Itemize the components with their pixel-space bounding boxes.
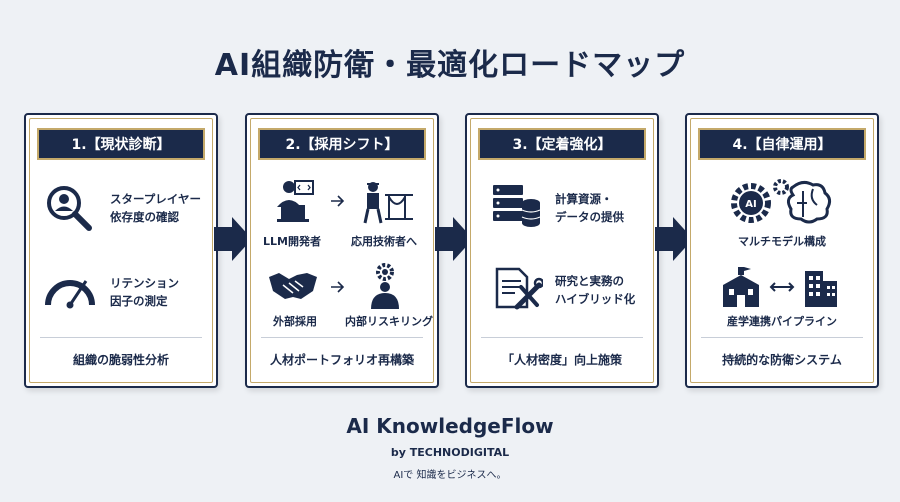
- step-3-item-2-line-1: 研究と実務の: [555, 274, 624, 288]
- step-card-4: 4.【自律運用】 AI マルチモデル構成 産学連携パイプライン 持続的な防衛シス…: [685, 113, 879, 388]
- step-1-summary: 組織の脆弱性分析: [72, 353, 169, 367]
- flow-arrow-3: [655, 217, 693, 261]
- step-4-summary: 持続的な防衛システム: [722, 353, 842, 367]
- step-1-item-2-line-1: リテンション: [110, 276, 179, 290]
- gauge-icon: [45, 280, 95, 309]
- search-person-icon: [47, 186, 92, 231]
- database-server-icon: [493, 185, 541, 227]
- step-4-label-2: 産学連携パイプライン: [727, 315, 837, 328]
- step-1-item-1-line-2: 依存度の確認: [110, 210, 179, 224]
- step-2-divider: [261, 337, 423, 338]
- handshake-icon: [269, 273, 317, 299]
- step-2-to-1: 応用技術者へ: [351, 235, 417, 248]
- step-3-item-1-line-2: データの提供: [555, 210, 624, 224]
- step-2-header: 2.【採用シフト】: [258, 128, 426, 160]
- flow-arrow-2: [435, 217, 473, 261]
- engineer-bridge-icon: [363, 182, 413, 224]
- step-card-3: 3.【定着強化】 計算資源・ データの提供 研究と実務の ハイブリッド化 「人材…: [465, 113, 659, 388]
- arrow-right-icon: [331, 281, 345, 293]
- brand-name: AI KnowledgeFlow: [346, 414, 554, 438]
- ai-badge-text: AI: [745, 199, 756, 210]
- flow-arrow-1: [214, 217, 252, 261]
- step-3-summary: 「人材密度」向上施策: [501, 353, 622, 367]
- step-2-summary: 人材ポートフォリオ再構築: [269, 353, 414, 367]
- step-2-from-1: LLM開発者: [263, 235, 321, 248]
- step-4-label-1: マルチモデル構成: [738, 235, 826, 248]
- document-tools-icon: [495, 267, 543, 310]
- step-3-item-1-line-1: 計算資源・: [555, 192, 613, 206]
- step-4-header: 4.【自律運用】: [698, 128, 866, 160]
- developer-icon: [277, 180, 314, 222]
- step-1-item-1-line-1: スタープレイヤー: [110, 192, 201, 206]
- step-2-from-2: 外部採用: [273, 315, 317, 328]
- step-3-item-2-line-2: ハイブリッド化: [555, 292, 636, 306]
- school-industry-link-icon: [723, 267, 837, 307]
- ai-gear-brain-icon: AI: [731, 179, 832, 224]
- step-1-divider: [40, 337, 202, 338]
- step-4-divider: [701, 337, 863, 338]
- brand-tagline: AIで 知識をビジネスへ。: [393, 470, 507, 481]
- arrow-right-icon: [331, 195, 345, 207]
- reskilling-gear-person-icon: [371, 263, 399, 309]
- step-1-header: 1.【現状診断】: [37, 128, 205, 160]
- step-card-2: 2.【採用シフト】 LLM開発者 応用技術者へ 外部採用 内部リスキリング 人材…: [245, 113, 439, 388]
- step-1-item-2-line-2: 因子の測定: [110, 294, 168, 308]
- step-2-to-2: 内部リスキリング: [345, 315, 433, 328]
- step-3-divider: [481, 337, 643, 338]
- brand-byline: by TECHNODIGITAL: [390, 446, 510, 459]
- page-title: AI組織防衛・最適化ロードマップ: [214, 48, 686, 83]
- step-card-1: 1.【現状診断】 スタープレイヤー 依存度の確認 リテンション 因子の測定 組織…: [24, 113, 218, 388]
- step-3-header: 3.【定着強化】: [478, 128, 646, 160]
